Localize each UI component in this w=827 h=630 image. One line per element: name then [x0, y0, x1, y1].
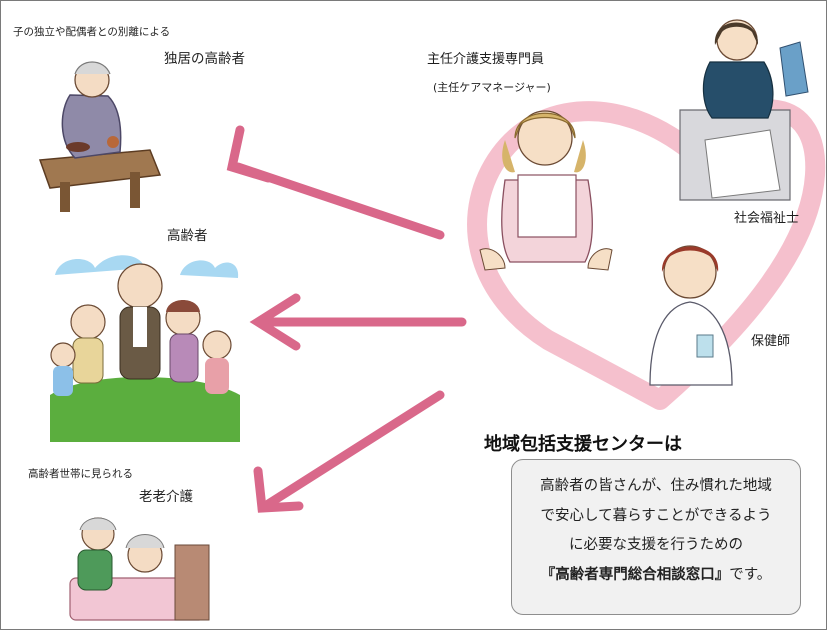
elder-care-label: 老老介護	[139, 489, 193, 505]
info-suffix: です。	[729, 566, 772, 583]
solo-elder-caption: 子の独立や配偶者との別離による	[13, 26, 171, 38]
arrow-icon	[226, 125, 467, 513]
social-worker-icon	[679, 19, 809, 201]
info-line-4: 『高齢者専門総合相談窓口』です。	[524, 561, 788, 591]
public-health-nurse-label: 保健師	[751, 334, 791, 349]
public-health-nurse-icon	[649, 245, 733, 386]
social-worker-label: 社会福祉士	[734, 211, 800, 226]
elder-caregiving-icon	[69, 517, 210, 621]
center-title: 地域包括支援センターは	[484, 434, 682, 455]
elder-care-caption: 高齢者世帯に見られる	[28, 468, 133, 480]
info-line-1: 高齢者の皆さんが、住み慣れた地域	[540, 478, 772, 494]
elder-alone-icon	[38, 61, 162, 212]
elder-group-icon	[50, 255, 240, 442]
solo-elder-label: 独居の高齢者	[164, 51, 245, 67]
info-line-2: で安心して暮らすことができるよう	[540, 507, 772, 524]
care-manager-sublabel: (主任ケアマネージャー)	[433, 81, 551, 94]
elders-label: 高齢者	[167, 228, 208, 244]
info-line-3: に必要な支援を行うための	[569, 537, 743, 553]
care-manager-label: 主任介護支援専門員	[427, 52, 545, 67]
care-manager-icon	[479, 110, 613, 271]
info-box: 高齢者の皆さんが、住み慣れた地域 で安心して暮らすことができるよう に必要な支援…	[511, 459, 801, 615]
info-emphasis: 『高齢者専門総合相談窓口』	[540, 566, 730, 583]
